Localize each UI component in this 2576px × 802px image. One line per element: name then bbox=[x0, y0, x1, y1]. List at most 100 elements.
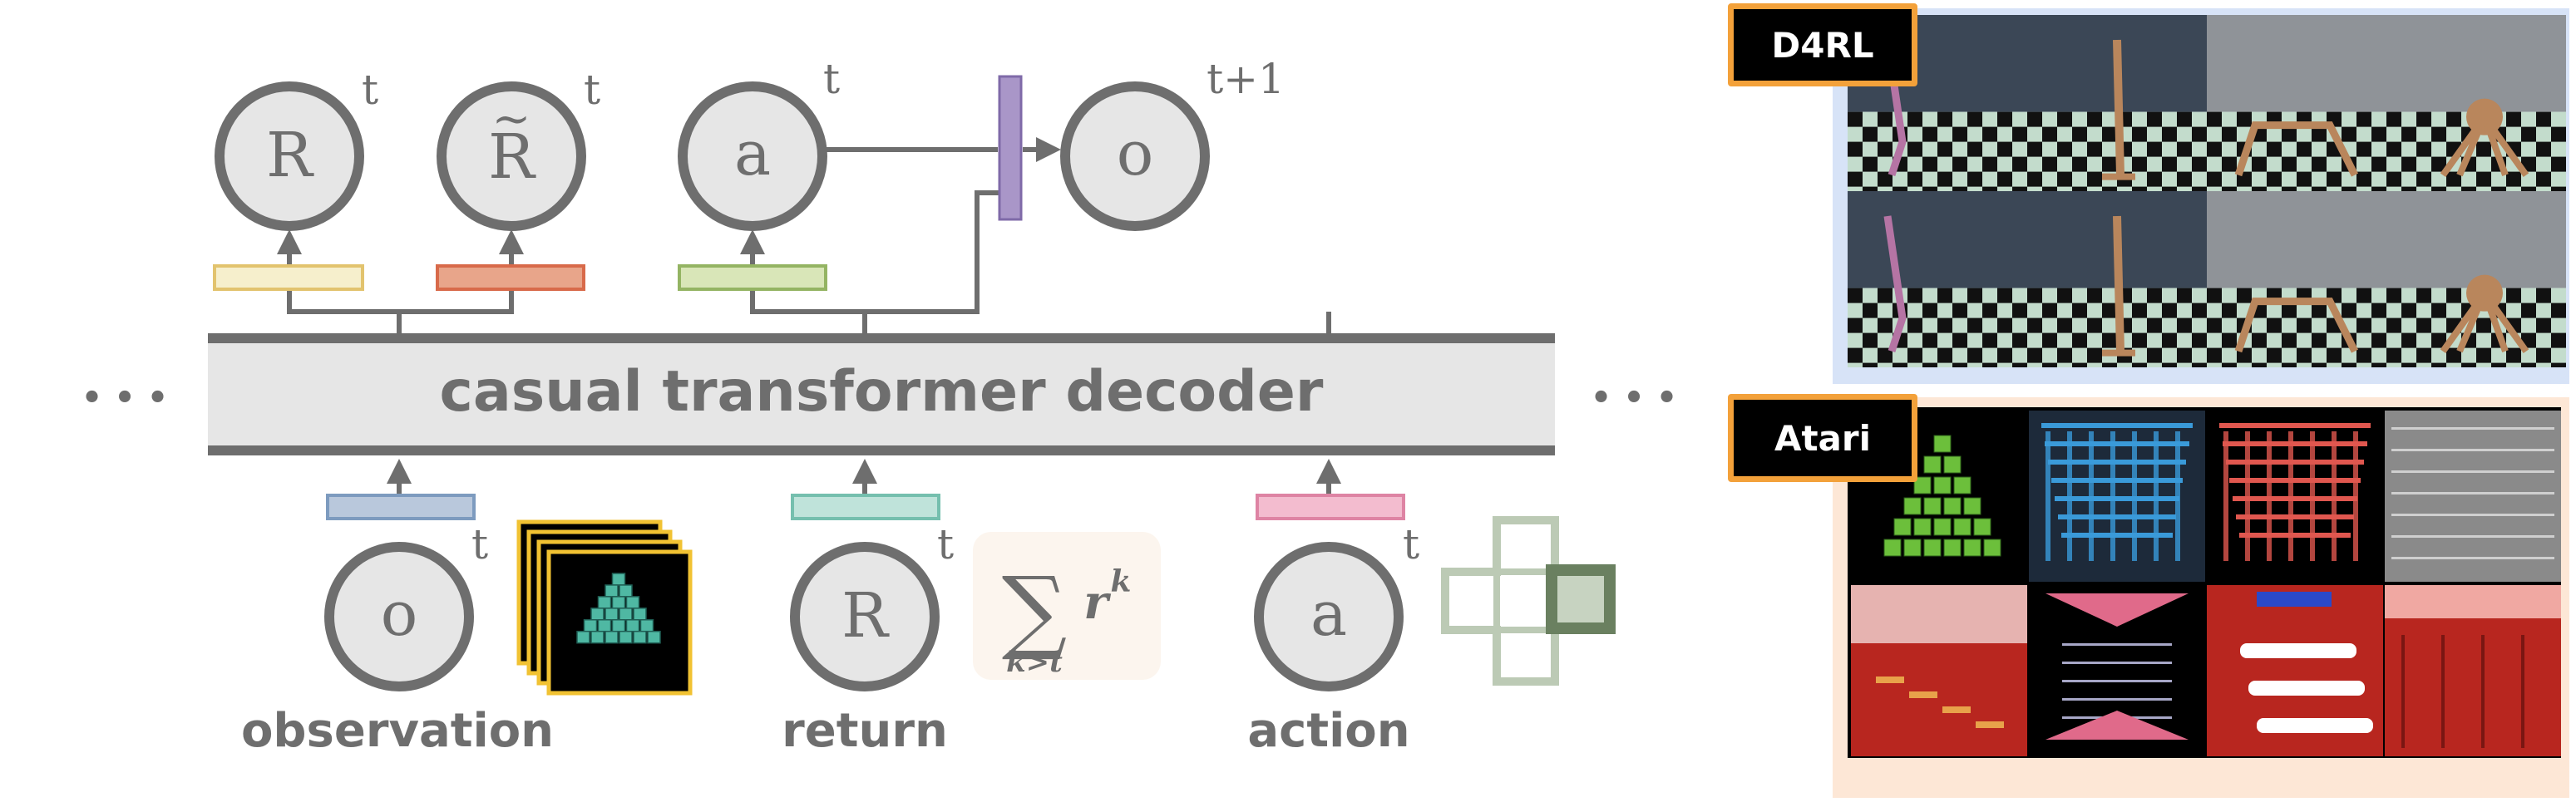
robot-limb bbox=[2113, 215, 2124, 352]
floor-tile bbox=[2506, 288, 2521, 303]
floor-tile bbox=[1952, 156, 1967, 172]
lane-line bbox=[2391, 535, 2554, 538]
floor-tile bbox=[2027, 111, 2042, 127]
floor-tile bbox=[2356, 317, 2371, 333]
time-label: t bbox=[1403, 520, 1419, 568]
floor-tile bbox=[2327, 171, 2342, 187]
floor-tile bbox=[2042, 126, 2057, 142]
cube bbox=[1983, 539, 2001, 557]
floor-tile bbox=[2267, 317, 2282, 333]
floor-tile bbox=[2162, 362, 2177, 367]
node-action-input: a t action bbox=[1247, 520, 1419, 758]
floor-tile bbox=[2177, 141, 2192, 157]
floor-tile bbox=[2087, 171, 2102, 187]
time-label: t bbox=[823, 55, 840, 103]
floor-tile bbox=[1907, 288, 1922, 303]
floor-tile bbox=[2536, 141, 2551, 157]
lane-line bbox=[2391, 492, 2554, 494]
floor-tile bbox=[2147, 171, 2162, 187]
ellipsis-left: • • • bbox=[81, 379, 169, 417]
lane-line bbox=[2391, 557, 2554, 559]
maze-wall bbox=[2175, 431, 2180, 561]
rung bbox=[2062, 680, 2172, 682]
sim-sky bbox=[1848, 191, 2027, 288]
floor-tile bbox=[1952, 186, 1967, 191]
floor-tile bbox=[2027, 288, 2042, 303]
floor-tile bbox=[2446, 111, 2461, 127]
floor-tile bbox=[1997, 317, 2012, 333]
input-label-observation: observation bbox=[241, 704, 554, 758]
platform bbox=[1876, 677, 1904, 683]
floor-tile bbox=[2252, 362, 2267, 367]
floor-tile bbox=[2222, 303, 2237, 318]
floor-tile bbox=[2461, 186, 2476, 191]
cube bbox=[1933, 476, 1952, 494]
floor-tile bbox=[2491, 362, 2506, 367]
cube bbox=[647, 630, 661, 644]
floor-tile bbox=[1848, 317, 1863, 333]
floor-tile bbox=[2356, 171, 2371, 187]
token-R-output bbox=[213, 264, 364, 291]
floor-tile bbox=[2356, 347, 2371, 363]
maze-wall bbox=[2229, 478, 2361, 483]
floor-tile bbox=[2102, 156, 2117, 172]
floor-tile bbox=[2371, 186, 2386, 191]
floor-tile bbox=[2521, 126, 2536, 142]
token-a-output bbox=[678, 264, 827, 291]
floor-tile bbox=[2536, 288, 2551, 303]
rung bbox=[2062, 643, 2172, 646]
maze-wall bbox=[2055, 496, 2179, 501]
floor-tile bbox=[2446, 171, 2461, 187]
floor-tile bbox=[2506, 111, 2521, 127]
sky-band bbox=[2385, 585, 2561, 618]
floor-tile bbox=[1922, 126, 1937, 142]
lane-line bbox=[2391, 470, 2554, 473]
floor-tile bbox=[1937, 171, 1952, 187]
floor-tile bbox=[1878, 347, 1893, 363]
input-label-action: action bbox=[1247, 704, 1409, 758]
d4rl-panel bbox=[1833, 8, 2569, 384]
floor-tile bbox=[2192, 156, 2207, 172]
floor-tile bbox=[2207, 141, 2222, 157]
floor-tile bbox=[2207, 288, 2222, 303]
token-R-tilde-output bbox=[436, 264, 585, 291]
floor-tile bbox=[2102, 186, 2117, 191]
floor-tile bbox=[2057, 141, 2072, 157]
lane-line bbox=[2391, 427, 2554, 430]
cloud-car bbox=[2240, 643, 2356, 658]
observation-frames-icon bbox=[516, 519, 693, 696]
pillar bbox=[2401, 635, 2405, 748]
floor-tile bbox=[2416, 111, 2431, 127]
cube bbox=[619, 630, 633, 644]
floor-tile bbox=[2401, 126, 2416, 142]
maze-wall bbox=[2154, 431, 2159, 561]
floor-tile bbox=[2371, 362, 2386, 367]
floor-tile bbox=[2371, 156, 2386, 172]
return-formula: ∑ r k k>t bbox=[973, 532, 1161, 680]
platform bbox=[1942, 706, 1971, 713]
floor-tile bbox=[2536, 317, 2551, 333]
maze-wall bbox=[2041, 423, 2193, 428]
cube bbox=[639, 619, 654, 632]
floor-tile bbox=[2072, 156, 2087, 172]
floor-tile bbox=[2267, 141, 2282, 157]
floor-tile bbox=[2476, 347, 2491, 363]
token-action bbox=[1256, 494, 1405, 520]
floor-tile bbox=[2282, 126, 2297, 142]
floor-tile bbox=[2162, 186, 2177, 191]
floor-tile bbox=[2416, 347, 2431, 363]
floor-tile bbox=[2371, 332, 2386, 348]
floor-tile bbox=[2132, 186, 2147, 191]
floor-tile bbox=[2042, 303, 2057, 318]
floor-tile bbox=[2521, 186, 2536, 191]
input-label-return: return bbox=[782, 704, 948, 758]
maze-wall bbox=[2219, 423, 2371, 428]
floor-tile bbox=[1982, 156, 1997, 172]
floor-tile bbox=[2192, 332, 2207, 348]
floor-tile bbox=[2222, 156, 2237, 172]
floor-tile bbox=[2371, 126, 2386, 142]
floor-tile bbox=[1863, 156, 1878, 172]
floor-tile bbox=[1937, 347, 1952, 363]
floor-tile bbox=[2356, 141, 2371, 157]
